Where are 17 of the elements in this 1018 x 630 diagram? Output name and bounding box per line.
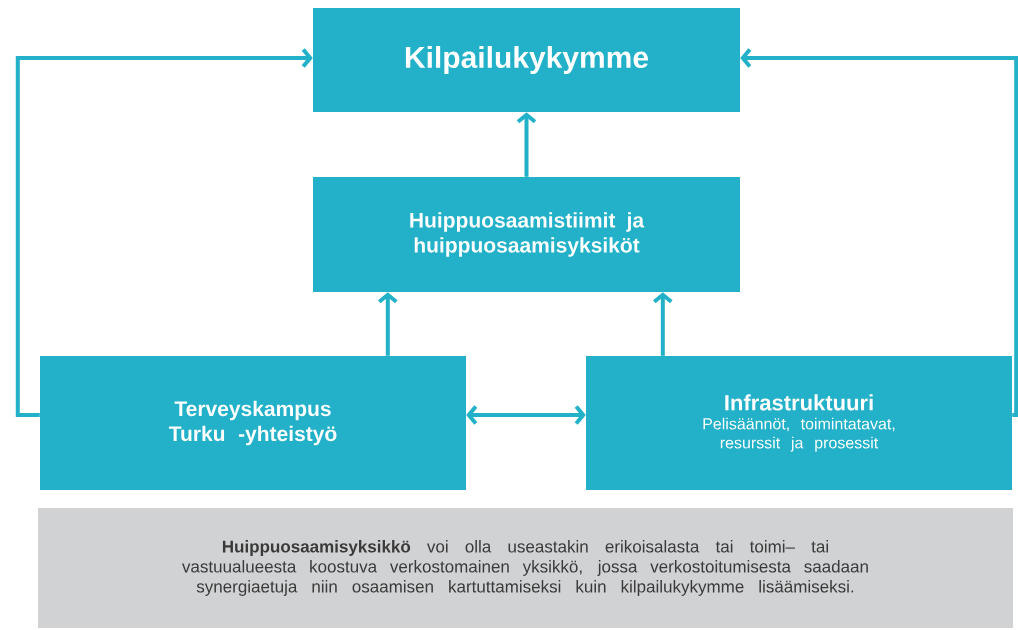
process-box xyxy=(40,356,466,490)
arrow xyxy=(15,48,313,417)
process-box xyxy=(313,8,740,112)
arrow xyxy=(378,292,398,356)
box-subtitle: Pelisäännöt, toimintatavat, resurssit ja prosessit xyxy=(703,417,895,452)
box-title: Terveyskampus Turku -yhteistyö xyxy=(168,400,337,446)
arrow xyxy=(740,48,1018,417)
note-text: Huippuosaamisyksikkö voi olla useastakin erikoisalasta tai toimi– tai vastuualueesta koostuva verkostomainen yksikkö, jossa verkostoitumisesta saadaan synergiaetuja niin osaamisen kartuttamiseksi kuin kilpailukykymme lisäämiseksi. xyxy=(182,540,868,596)
box-title: Huippuosaamistiimit ja huippuosaamisyksiköt xyxy=(410,212,645,257)
process-box xyxy=(313,177,740,292)
box-title: Infrastruktuuri xyxy=(725,394,873,411)
note-box xyxy=(38,508,1013,628)
arrow xyxy=(653,292,673,356)
arrow xyxy=(466,405,586,425)
arrow xyxy=(516,112,537,177)
process-box xyxy=(586,356,1012,490)
box-title: Kilpailukykymme xyxy=(405,46,649,74)
